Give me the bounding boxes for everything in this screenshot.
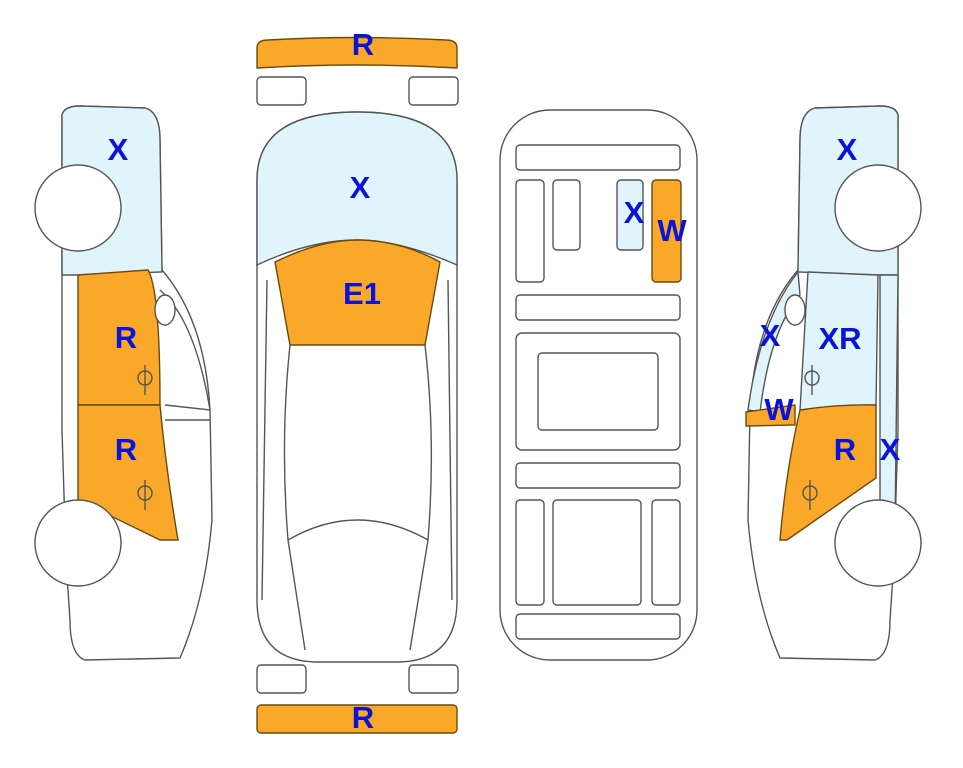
damage-code-label: W [657, 213, 687, 248]
rear-bumper-panel[interactable] [256, 36, 458, 69]
damage-code-label: R [352, 700, 374, 735]
roof-bar [515, 144, 681, 171]
damage-code-label: R [115, 432, 137, 467]
right-door-handle-icon [802, 365, 820, 510]
sunroof [537, 352, 659, 431]
roof-view [499, 109, 698, 661]
left-door-handle-icon [137, 365, 153, 510]
roof-small-panel[interactable] [616, 179, 644, 251]
damage-code-label: X [760, 318, 781, 353]
left-front-wheel [34, 499, 122, 587]
roof-bar [515, 294, 681, 321]
left-front-door-panel[interactable] [77, 404, 179, 541]
front-bumper-panel[interactable] [256, 704, 458, 734]
damage-code-label: X [837, 132, 858, 167]
trunk-panel[interactable] [274, 239, 441, 346]
damage-code-label: R [352, 27, 374, 62]
rear-left-light [256, 76, 307, 106]
rear-window-panel[interactable] [256, 111, 458, 267]
roof-rail-left [515, 179, 545, 283]
roof-bar [515, 462, 681, 489]
roof-bar [515, 613, 681, 640]
roof-panel [552, 499, 642, 606]
roof-panel [651, 499, 681, 606]
right-mirror-panel[interactable] [745, 404, 796, 427]
roof-panel [552, 179, 581, 251]
right-rear-wheel [834, 164, 922, 252]
damage-code-label: X [880, 432, 901, 467]
right-a-pillar[interactable] [879, 274, 899, 531]
left-side-view [34, 105, 213, 661]
damage-code-label: E1 [343, 276, 381, 311]
front-right-light [408, 664, 459, 694]
right-front-wheel [834, 499, 922, 587]
left-mirror [154, 294, 176, 326]
rear-right-light [408, 76, 459, 106]
damage-code-label: R [115, 320, 137, 355]
right-mirror [784, 294, 806, 326]
damage-code-label: R [834, 432, 856, 467]
top-cabin-lines [261, 279, 453, 651]
right-front-door-panel[interactable] [779, 404, 877, 541]
damage-code-label: W [764, 392, 794, 427]
damage-code-label: X [624, 195, 645, 230]
front-left-light [256, 664, 307, 694]
roof-panel [515, 499, 545, 606]
damage-code-label: X [108, 132, 129, 167]
damage-labels: X R R R X E1 X W X X XR W R X R [108, 27, 901, 735]
damage-code-label: X [350, 170, 371, 205]
right-side-view [745, 105, 922, 661]
damage-code-label: XR [818, 321, 861, 356]
left-rear-wheel [34, 164, 122, 252]
roof-rail-right[interactable] [651, 179, 682, 283]
top-view [256, 36, 459, 734]
